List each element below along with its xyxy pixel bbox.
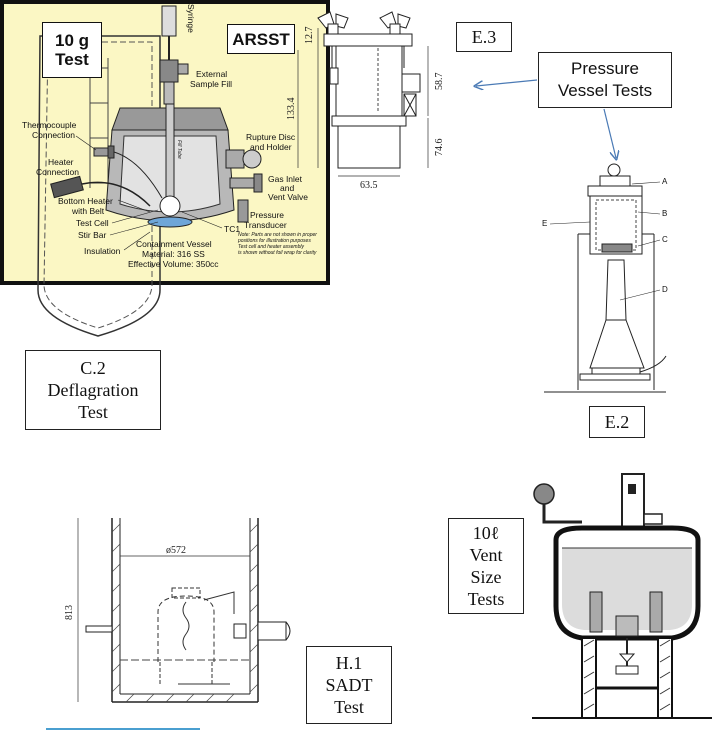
- heater-line1: Heater: [48, 157, 74, 167]
- gas-inlet-line3: Vent Valve: [268, 192, 308, 202]
- external-fill-line2: Sample Fill: [190, 79, 232, 89]
- transducer-line2: Transducer: [244, 220, 287, 230]
- arsst-title-label: ARSST: [227, 24, 295, 54]
- e2-letter-c: C: [662, 235, 668, 244]
- ten-gram-test-label: 10 g Test: [42, 22, 102, 78]
- insulation-label: Insulation: [84, 246, 121, 256]
- rupture-line1: Rupture Disc: [246, 132, 296, 142]
- gas-inlet-line2: and: [280, 183, 294, 193]
- note-line2: positions for illustration purposes: [237, 238, 311, 244]
- syringe-label: Syringe: [186, 4, 196, 33]
- h1-sadt-label: H.1 SADT Test: [306, 646, 392, 724]
- containment-line2: Material: 316 SS: [142, 249, 205, 259]
- bottom-heater-line1: Bottom Heater: [58, 196, 113, 206]
- fill-tube-label: Fill Tube: [176, 140, 182, 159]
- e2-letter-e: E: [542, 219, 547, 228]
- note-line1: Note: Parts are not shown in proper: [238, 232, 317, 238]
- e3-vessel-drawing: 12.7 58.7 133.4 74.6 63.5: [286, 11, 445, 190]
- e3-label: E.3: [456, 22, 512, 52]
- e3-dim-63-5: 63.5: [360, 180, 378, 190]
- gas-inlet-line1: Gas Inlet: [268, 174, 303, 184]
- sadt-drawing: ø572 813: [64, 518, 291, 703]
- c2-deflagration-label: C.2 Deflagration Test: [25, 350, 161, 430]
- vent-size-tests-label: 10ℓ Vent Size Tests: [448, 518, 524, 614]
- heater-line2: Connection: [36, 167, 79, 177]
- vent-size-vessel-drawing: [532, 473, 712, 719]
- arsst-apparatus-drawing: Syringe External Sample Fill Fill Tube T…: [22, 4, 317, 269]
- test-cell-label: Test Cell: [76, 218, 109, 228]
- thermocouple-line1: Thermocouple: [22, 120, 77, 130]
- sadt-dim-height: 813: [64, 605, 75, 620]
- e3-dim-74-6: 74.6: [434, 139, 445, 157]
- thermocouple-line2: Connection: [32, 130, 75, 140]
- note-line3: Test cell and heater assembly: [238, 244, 304, 250]
- e3-dim-133-4: 133.4: [286, 98, 297, 121]
- rupture-line2: and Holder: [250, 142, 292, 152]
- pressure-vessel-tests-label: Pressure Vessel Tests: [538, 52, 672, 108]
- e3-dim-58-7: 58.7: [434, 73, 445, 91]
- containment-line1: Containment Vessel: [136, 239, 212, 249]
- e2-vessel-drawing: A B C D E: [542, 163, 668, 393]
- e3-dim-12-7: 12.7: [304, 27, 315, 45]
- stir-bar-label: Stir Bar: [78, 230, 107, 240]
- sadt-underline: [46, 728, 200, 730]
- arsst-panel: 10 g Test ARSST Syringe External Sample …: [0, 0, 330, 285]
- note-line4: is shown without foil wrap for clarity: [238, 250, 317, 256]
- external-fill-line1: External: [196, 69, 227, 79]
- transducer-line1: Pressure: [250, 210, 284, 220]
- e2-letter-d: D: [662, 285, 668, 294]
- e2-letter-a: A: [662, 177, 668, 186]
- containment-line3: Effective Volume: 350cc: [128, 259, 219, 269]
- deflagration-tube-drawing: ': [37, 35, 161, 337]
- sadt-dim-diameter: ø572: [166, 545, 186, 556]
- bottom-heater-line2: with Belt: [71, 206, 105, 216]
- e2-label: E.2: [589, 406, 645, 438]
- e2-letter-b: B: [662, 209, 667, 218]
- tc1-label: TC1: [224, 224, 240, 234]
